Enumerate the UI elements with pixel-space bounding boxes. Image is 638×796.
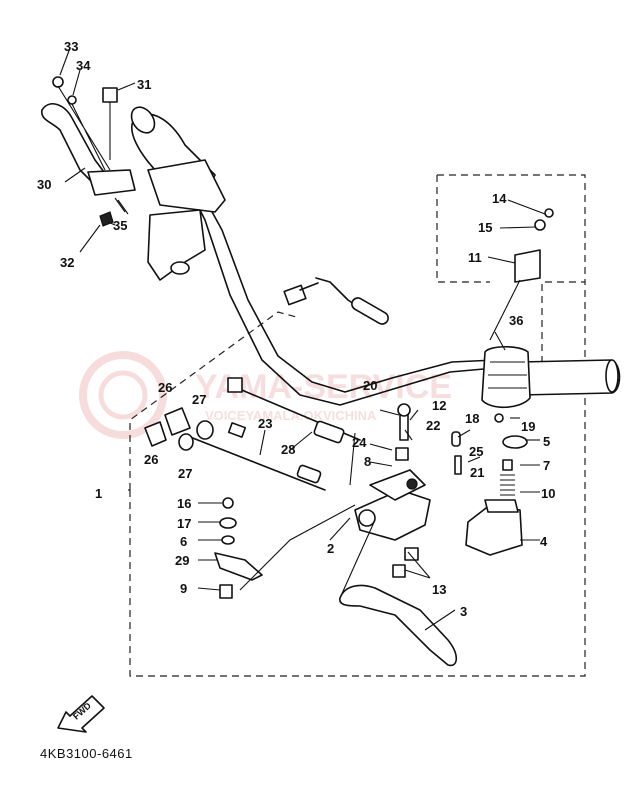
label-29: 29 [175,553,189,568]
cable-assembly [144,377,361,491]
label-28: 28 [281,442,295,457]
label-31: 31 [137,77,151,92]
brake-switch [451,413,528,556]
label-8: 8 [364,454,371,469]
diagram-code: 4KB3100-6461 [40,746,133,761]
switch-subassembly-boundary [436,174,586,283]
label-21: 21 [470,465,484,480]
label-3: 3 [460,604,467,619]
label-9: 9 [180,581,187,596]
fwd-arrow-icon: FWD [57,695,105,733]
label-27-top: 27 [192,392,206,407]
label-12: 12 [432,398,446,413]
leader-lines [59,47,546,631]
label-7: 7 [543,458,550,473]
label-23: 23 [258,416,272,431]
label-36: 36 [509,313,523,328]
label-15: 15 [478,220,492,235]
label-34: 34 [76,58,91,73]
label-25: 25 [469,444,483,459]
label-18: 18 [465,411,479,426]
label-20: 20 [363,378,377,393]
label-35: 35 [113,218,127,233]
label-11: 11 [468,250,482,265]
label-26-bottom: 26 [144,452,158,467]
label-2: 2 [327,541,334,556]
label-27-bottom: 27 [178,466,192,481]
label-24: 24 [352,435,367,450]
label-22: 22 [426,418,440,433]
label-13: 13 [432,582,446,597]
small-parts [214,497,263,599]
bar-holder [147,159,226,213]
left-lever-group [41,76,136,227]
handlebar [130,106,621,409]
lever-bracket [354,403,431,578]
label-17: 17 [177,516,191,531]
part-labels: 1 2 3 4 5 6 7 8 9 10 11 12 13 14 15 16 1… [37,39,555,619]
label-5: 5 [543,434,550,449]
label-6: 6 [180,534,187,549]
label-33: 33 [64,39,78,54]
switch-parts [489,208,554,341]
watermark-sub: VOICEYAMALA.OKVICHINA [205,408,377,423]
label-30: 30 [37,177,51,192]
wire-connector [283,277,389,325]
throttle-housing [481,345,531,409]
label-16: 16 [177,496,191,511]
right-grip [519,359,621,396]
label-10: 10 [541,486,555,501]
label-26-top: 26 [158,380,172,395]
label-1: 1 [95,486,102,501]
label-4: 4 [540,534,548,549]
label-14: 14 [492,191,507,206]
assembly-boundary [129,281,586,677]
label-19: 19 [521,419,535,434]
right-lever [339,584,458,667]
label-32: 32 [60,255,74,270]
